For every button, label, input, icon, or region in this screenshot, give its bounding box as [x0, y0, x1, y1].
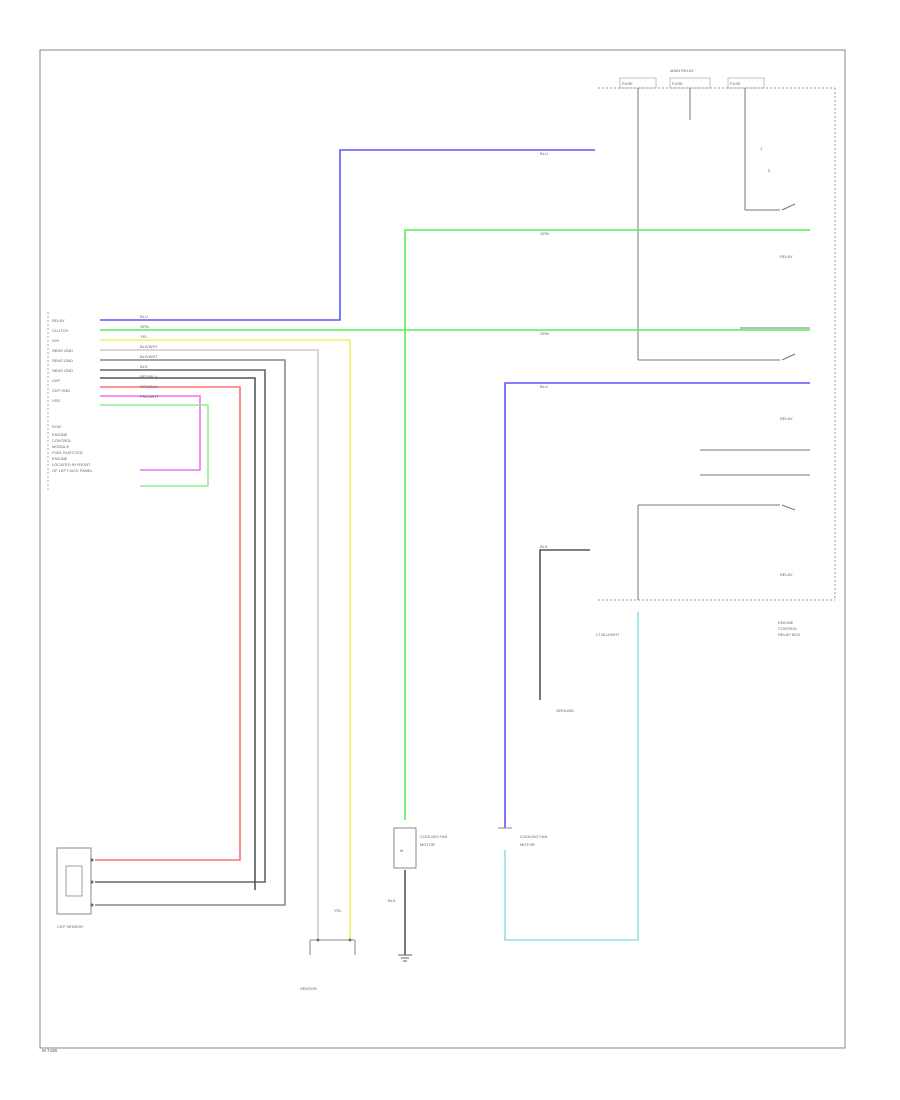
ecm-wire-4: BLK/WHT [140, 344, 158, 349]
wire-blk-1 [95, 359, 286, 906]
ecm-wire-5: BLK/WHT [140, 354, 158, 359]
ecm-desc-5: ENGINE [52, 456, 68, 461]
wire-pnk [100, 395, 201, 471]
ecm-pin-3-label: IGN [52, 338, 59, 343]
ecm-pin-5-label: SENS GND [52, 358, 73, 363]
ecm-desc-2: CONTROL [52, 438, 72, 443]
ckp-sensor: CKP SENSOR [56, 847, 94, 929]
svg-text:FUSE: FUSE [672, 81, 683, 86]
grn-mid-label: GRN [540, 331, 549, 336]
wire-lgrn [100, 404, 209, 487]
ecm-pin-2-label: CLUTCH [52, 328, 68, 333]
svg-text:GROUND: GROUND [556, 708, 574, 713]
wire-yel [100, 339, 351, 940]
wire-blk-mid [539, 549, 590, 700]
cooling-fan-right: COOLING FAN MOTOR [498, 827, 547, 847]
svg-text:FUSE: FUSE [730, 81, 741, 86]
cooling-fan-right-label: COOLING FAN [520, 834, 547, 839]
ecm-pin-1-label: RELAY [52, 318, 65, 323]
cooling-fan-left-label: COOLING FAN [420, 834, 447, 839]
wire-grn-relay [404, 229, 810, 820]
ecm-pin-6-label: SENS GND [52, 368, 73, 373]
blu-mid-label: BLU [540, 384, 548, 389]
ecm-description: ENGINE CONTROL MODULE FUEL INJECTED ENGI… [52, 432, 94, 473]
ecm-pin-8-label: CKP GND [52, 388, 70, 393]
svg-text:FUSE: FUSE [622, 81, 633, 86]
ecm-wire-9: PNK/WHT [140, 394, 159, 399]
yel-wire-label: YEL [334, 908, 342, 913]
relay-a-label: RELAY [780, 254, 793, 259]
ecm-pin-4-label: SENS GND [52, 348, 73, 353]
ecm-pin-labels: RELAY CLUTCH IGN SENS GND SENS GND SENS … [52, 318, 73, 403]
relay-box: FUSE FUSE FUSE MAIN RELAY 1 5 RELAY RELA… [598, 68, 836, 637]
svg-text:5: 5 [768, 168, 771, 173]
blu-top-label: BLU [540, 151, 548, 156]
ecm-desc-7: OF LEFT KICK PANEL [52, 468, 94, 473]
ecm-desc-4: FUEL INJECTED [52, 450, 83, 455]
svg-text:MOTOR: MOTOR [520, 842, 535, 847]
svg-text:ENGINE: ENGINE [778, 620, 794, 625]
wire-blu-mid [504, 382, 810, 828]
grn-top-label: GRN [540, 231, 549, 236]
wire-blk-3 [100, 377, 256, 890]
cooling-fan-left: M COOLING FAN MOTOR [393, 827, 447, 869]
ecm-title: ECM [52, 424, 61, 429]
diagram-frame [39, 49, 846, 1049]
ecm-wire-2: GRN [140, 324, 149, 329]
ecm-connector: ECM RELAY CLUTCH IGN SENS GND SENS GND S… [47, 312, 159, 492]
ground-symbol [398, 954, 412, 962]
ecm-wire-3: YEL [140, 334, 148, 339]
main-relay-label: MAIN RELAY [670, 68, 694, 73]
ckp-sensor-label: CKP SENSOR [57, 924, 83, 929]
blk-wire-label: BLK [388, 898, 396, 903]
wire-blu-top [100, 149, 595, 321]
bottom-sensor: SENSOR [300, 938, 356, 991]
sensor-bottom-label: SENSOR [300, 986, 317, 991]
ecm-wire-8: GRN/BLK [140, 384, 158, 389]
svg-text:1: 1 [760, 146, 763, 151]
footer-code: M 7438 [42, 1048, 58, 1053]
ecm-wire-1: BLU [140, 314, 148, 319]
wire-blk-2 [95, 369, 266, 883]
wire-red [95, 386, 241, 861]
relay-c-label: RELAY [780, 572, 793, 577]
relay-b-label: RELAY [780, 416, 793, 421]
ecm-wire-6: BLK [140, 364, 148, 369]
svg-text:RELAY BOX: RELAY BOX [778, 632, 801, 637]
wire-wht [100, 349, 319, 940]
ecm-desc-1: ENGINE [52, 432, 68, 437]
ecm-wire-7: RED/BLU [140, 374, 157, 379]
ecm-wire-labels: BLU GRN YEL BLK/WHT BLK/WHT BLK RED/BLU … [140, 314, 159, 399]
lt-blu-label: LT BLU/WHT [596, 632, 620, 637]
svg-text:MOTOR: MOTOR [420, 842, 435, 847]
ecm-desc-3: MODULE [52, 444, 69, 449]
ecm-pin-9-label: VSS [52, 398, 60, 403]
svg-text:CONTROL: CONTROL [778, 626, 798, 631]
wire-lt-blu [504, 612, 639, 941]
ecm-pin-7-label: CKP [52, 378, 61, 383]
blk-mid-label: BLK [540, 544, 548, 549]
svg-text:M: M [400, 848, 403, 853]
ecm-desc-6: LOCATED IN FRONT [52, 462, 91, 467]
